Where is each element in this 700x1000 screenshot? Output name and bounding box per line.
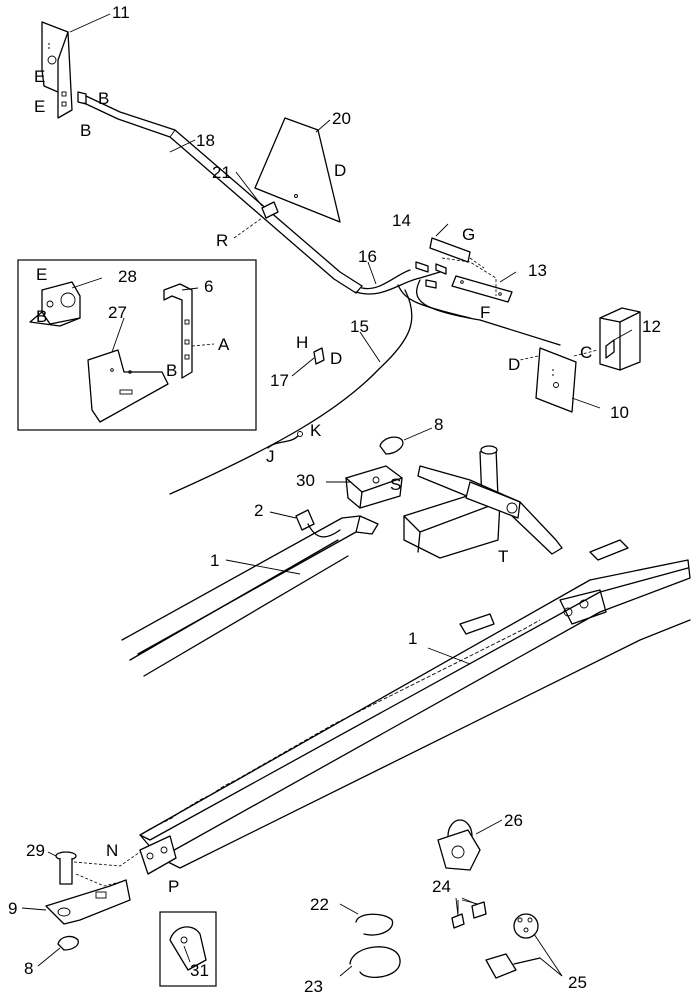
- callout-e: E: [34, 97, 45, 116]
- pivot-assembly-t: [403, 445, 563, 559]
- callout-1: 1: [210, 551, 219, 570]
- callout-k: K: [310, 421, 322, 440]
- bracket-part-30: [345, 465, 403, 509]
- callout-b: B: [80, 121, 91, 140]
- callout-30: 30: [296, 471, 315, 490]
- pin-part-21: [261, 194, 298, 219]
- plug-part-25: [485, 913, 541, 979]
- callout-d: D: [330, 349, 342, 368]
- callout-h: H: [296, 333, 308, 352]
- callout-t: T: [498, 547, 508, 566]
- inset-part-31: [159, 911, 217, 987]
- callout-18: 18: [196, 131, 215, 150]
- callout-24: 24: [432, 877, 451, 896]
- callout-b: B: [98, 89, 109, 108]
- callout-15: 15: [350, 317, 369, 336]
- socket-part-26: [437, 819, 481, 871]
- callout-8: 8: [434, 415, 443, 434]
- callout-6: 6: [204, 277, 213, 296]
- bracket-part-6: [163, 283, 193, 379]
- callout-d: D: [334, 161, 346, 180]
- knob-part-8a: [379, 436, 404, 455]
- callout-b: B: [166, 361, 177, 380]
- bracket-part-28: [29, 281, 81, 327]
- callout-8: 8: [24, 959, 33, 978]
- callout-23: 23: [304, 977, 323, 996]
- callout-29: 29: [26, 841, 45, 860]
- callout-g: G: [462, 225, 475, 244]
- callout-e: E: [36, 265, 47, 284]
- callout-f: F: [480, 303, 490, 322]
- ring-part-22: [355, 913, 394, 936]
- knob-part-8b: [57, 935, 79, 951]
- connector-jk: [267, 431, 303, 449]
- bracket-part-11: [41, 21, 87, 119]
- pin-part-29: [55, 851, 141, 887]
- callout-d: D: [508, 355, 520, 374]
- callout-17: 17: [270, 371, 289, 390]
- callout-26: 26: [504, 811, 523, 830]
- clip-part-17: [313, 347, 325, 365]
- callout-a: A: [218, 335, 230, 354]
- rail-part-1a: [121, 515, 379, 677]
- callout-10: 10: [610, 403, 629, 422]
- callout-13: 13: [528, 261, 547, 280]
- callout-21: 21: [212, 163, 231, 182]
- callout-11: 11: [112, 3, 130, 22]
- harness-part-16: [355, 269, 561, 346]
- callout-2: 2: [254, 501, 263, 520]
- cable-part-15: [169, 289, 413, 495]
- box-part-12: [599, 307, 641, 371]
- callout-p: P: [168, 877, 179, 896]
- callout-16: 16: [358, 247, 377, 266]
- callout-9: 9: [8, 899, 17, 918]
- callout-20: 20: [332, 109, 351, 128]
- callout-12: 12: [642, 317, 661, 336]
- plate-part-20: [254, 117, 341, 223]
- callout-c: C: [580, 343, 592, 362]
- terminals-part-24: [451, 899, 487, 929]
- callout-j: J: [266, 447, 275, 466]
- callout-s: S: [390, 475, 401, 494]
- callout-labels: 11 E E B B 18 20 D 21 R 14 G 13 F 16 E 2…: [8, 3, 661, 996]
- callout-b: B: [36, 307, 47, 326]
- callout-31: 31: [190, 961, 209, 980]
- plate-part-10: [535, 347, 577, 413]
- rail-part-1b: [139, 539, 691, 875]
- bracket-part-27: [87, 349, 169, 423]
- callout-1: 1: [408, 629, 417, 648]
- callout-25: 25: [568, 973, 587, 992]
- callout-27: 27: [108, 303, 127, 322]
- hook-part-2: [295, 509, 341, 538]
- leader-lines: [21, 13, 633, 977]
- callout-28: 28: [118, 267, 137, 286]
- inset-box: [17, 259, 257, 431]
- callout-r: R: [216, 231, 228, 250]
- callout-14: 14: [392, 211, 411, 230]
- clevis-part-9: [45, 879, 131, 925]
- ring-part-23: [349, 946, 401, 978]
- callout-22: 22: [310, 895, 329, 914]
- callout-n: N: [106, 841, 118, 860]
- callout-e: E: [34, 67, 45, 86]
- plate-part-13: [441, 257, 513, 303]
